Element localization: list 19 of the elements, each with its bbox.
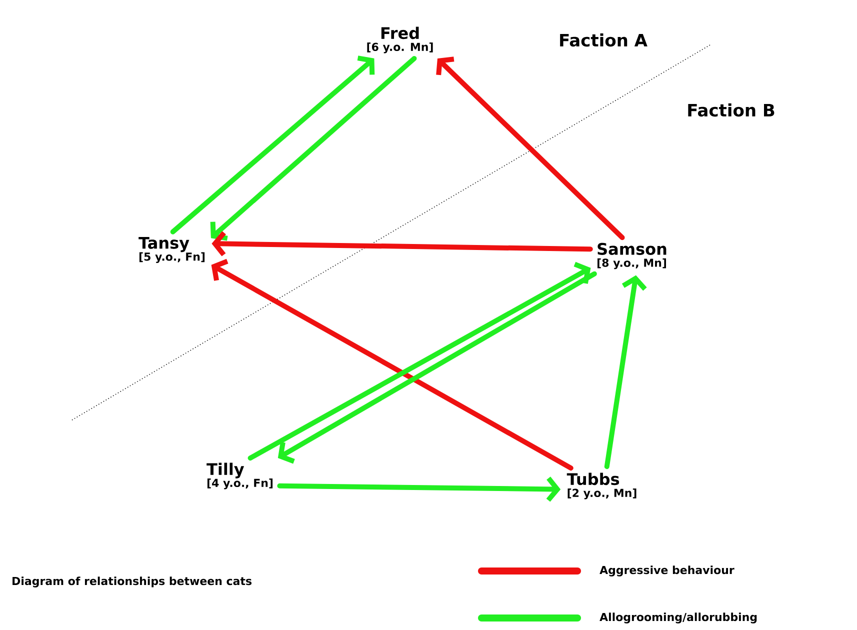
- cat-label: Tilly [4 y.o., Fn]: [206, 462, 273, 490]
- cat-label: Samson [8 y.o., Mn]: [598, 242, 666, 270]
- cat-label: Tubbs [2 y.o., Mn]: [566, 472, 636, 500]
- faction-label: Faction A: [560, 33, 648, 47]
- caption: Diagram of relationships between cats: [12, 576, 252, 588]
- arrow: [211, 258, 574, 471]
- arrow: [604, 275, 647, 470]
- arrow: [436, 56, 625, 240]
- arrow: [248, 262, 591, 461]
- arrow: [278, 271, 597, 464]
- arrow: [170, 56, 375, 234]
- arrow: [210, 56, 417, 241]
- arrow: [277, 476, 561, 502]
- legend-label: Allogrooming/allorubbing: [600, 612, 757, 624]
- faction-label: Faction B: [688, 103, 774, 117]
- cat-label: Tansy [5 y.o., Fn]: [138, 236, 205, 263]
- legend-label: Aggressive behaviour: [600, 566, 734, 576]
- cat-label: Fred [6 y.o. Mn]: [367, 26, 433, 54]
- arrow: [212, 231, 593, 256]
